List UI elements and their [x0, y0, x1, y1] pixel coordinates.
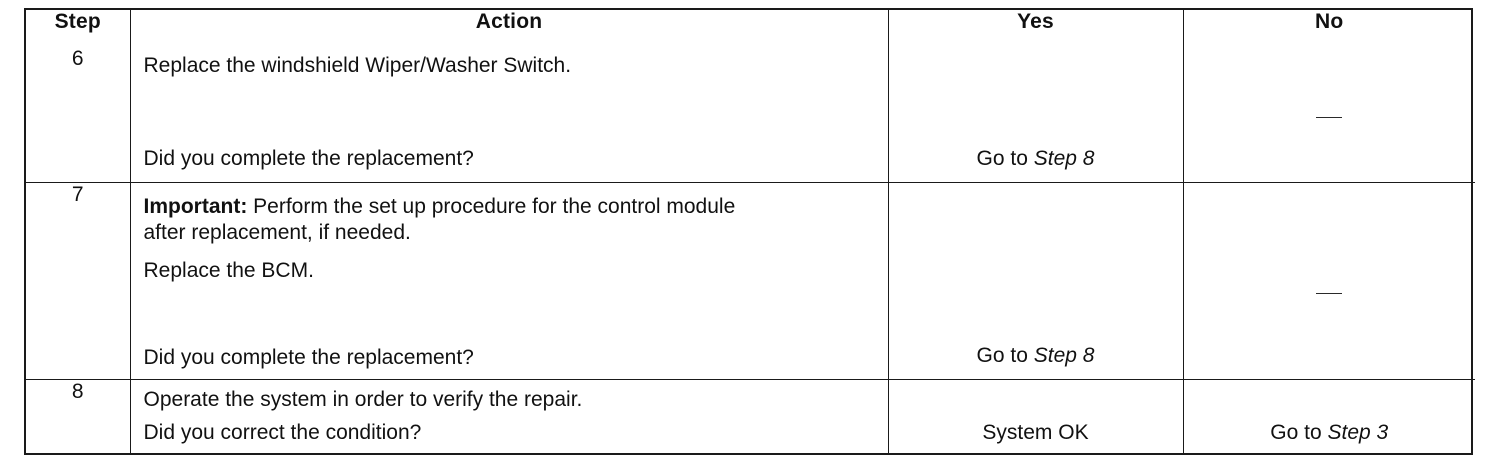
header-no: No — [1182, 10, 1475, 47]
action-cell: Replace the windshield Wiper/Washer Swit… — [129, 47, 889, 183]
action-cell: Operate the system in order to verify th… — [129, 378, 889, 453]
table-row-step-7: 7 Important: Perform the set up procedur… — [26, 181, 1476, 380]
no-dash — [1184, 100, 1476, 124]
important-text-line1: Perform the set up procedure for the con… — [247, 194, 736, 218]
action-instruction: Replace the windshield Wiper/Washer Swit… — [143, 54, 572, 77]
no-cell — [1182, 181, 1476, 380]
header-action: Action — [129, 10, 889, 47]
no-dash — [1184, 276, 1476, 300]
no-result: Go to Step 3 — [1184, 421, 1476, 445]
diagnostic-table: Step Action Yes No 6 Replace the windshi… — [26, 10, 1475, 453]
yes-go-to-text: Go to — [976, 343, 1034, 367]
action-question: Did you correct the condition? — [143, 420, 422, 444]
yes-result: Go to Step 8 — [889, 147, 1183, 171]
yes-cell: System OK — [887, 378, 1184, 453]
action-instruction: Operate the system in order to verify th… — [143, 387, 583, 411]
yes-step-link: Step 8 — [1033, 147, 1095, 170]
step-number: 6 — [26, 47, 131, 183]
action-cell: Important: Perform the set up procedure … — [129, 181, 889, 380]
step-number: 8 — [26, 378, 131, 453]
step-number: 7 — [26, 181, 131, 380]
diagnostic-table-frame: Step Action Yes No 6 Replace the windshi… — [24, 8, 1475, 455]
important-label: Important: — [143, 194, 248, 218]
no-step-link: Step 3 — [1327, 420, 1389, 444]
table-header-row: Step Action Yes No — [26, 10, 1475, 47]
header-step: Step — [26, 10, 131, 47]
table-row-step-6: 6 Replace the windshield Wiper/Washer Sw… — [26, 47, 1476, 183]
no-cell: Go to Step 3 — [1182, 378, 1476, 453]
yes-cell: Go to Step 8 — [887, 181, 1184, 380]
no-cell — [1182, 47, 1476, 183]
yes-cell: Go to Step 8 — [887, 47, 1184, 183]
yes-go-to-text: Go to — [976, 147, 1034, 170]
yes-step-link: Step 8 — [1033, 343, 1095, 367]
important-note: Important: Perform the set up procedure … — [144, 195, 876, 219]
table-row-step-8: 8 Operate the system in order to verify … — [26, 378, 1476, 453]
action-question: Did you complete the replacement? — [143, 147, 474, 170]
important-text-line2: after replacement, if needed. — [143, 220, 411, 244]
no-go-to-text: Go to — [1270, 420, 1328, 444]
action-instruction: Replace the BCM. — [143, 258, 314, 282]
yes-result: System OK — [982, 420, 1089, 444]
yes-result: Go to Step 8 — [889, 344, 1183, 368]
action-question: Did you complete the replacement? — [143, 345, 474, 369]
header-yes: Yes — [887, 10, 1184, 47]
